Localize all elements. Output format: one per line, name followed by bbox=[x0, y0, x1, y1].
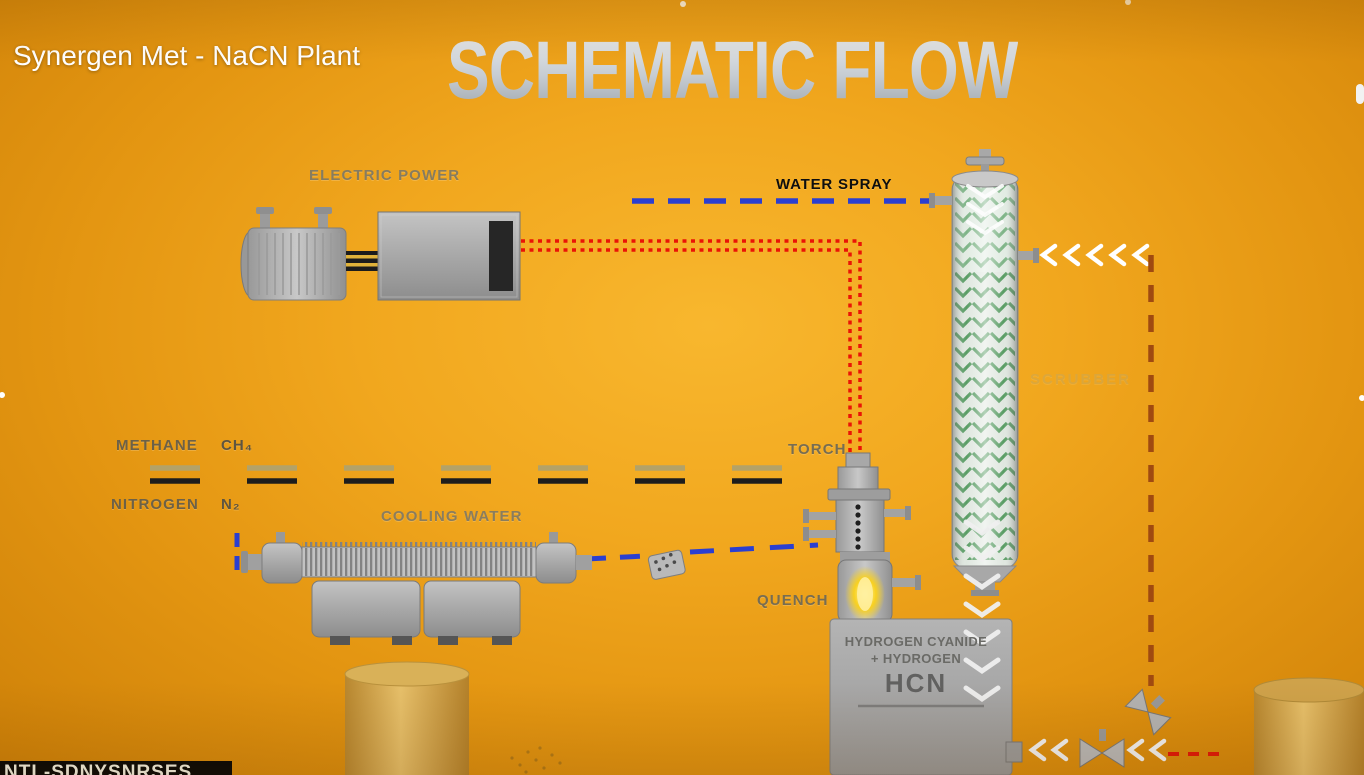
edge-speck-top bbox=[680, 1, 686, 7]
coupling-shaft bbox=[346, 251, 378, 271]
label-quench: QUENCH bbox=[757, 592, 829, 609]
top-flow-chevrons bbox=[1039, 243, 1150, 267]
caption-bar: NTL-SDNYSNRSES bbox=[0, 761, 232, 775]
quench-unit bbox=[837, 552, 921, 623]
torch-unit bbox=[803, 452, 911, 553]
cabinet-panel bbox=[489, 221, 513, 291]
label-nitrogen: NITROGEN bbox=[111, 496, 199, 513]
edge-dot-left bbox=[0, 392, 5, 398]
label-cooling-water: COOLING WATER bbox=[381, 508, 523, 525]
tank-label-line1: HYDROGEN CYANIDE bbox=[844, 634, 988, 649]
heat-exchanger bbox=[241, 532, 592, 645]
column-to-tank-arrows bbox=[963, 519, 1001, 703]
column-top-flow-arrows bbox=[966, 184, 1004, 236]
valve-horizontal bbox=[1079, 729, 1125, 768]
finned-tube bbox=[303, 548, 535, 576]
speckles bbox=[510, 746, 562, 774]
edge-dot-right bbox=[1359, 395, 1364, 401]
video-title: Synergen Met - NaCN Plant bbox=[13, 40, 361, 71]
label-water-spray: WATER SPRAY bbox=[776, 176, 893, 193]
electric-generator-unit bbox=[240, 207, 521, 301]
spray-nozzle-icon bbox=[647, 549, 686, 580]
scrubber-column bbox=[929, 149, 1039, 596]
power-line-red bbox=[521, 239, 862, 455]
label-torch: TORCH bbox=[788, 441, 847, 458]
storage-tank-right bbox=[1253, 677, 1364, 775]
tank-label-line2: + HYDROGEN bbox=[870, 651, 962, 666]
valve-diagonal bbox=[1124, 688, 1172, 736]
tank-label-formula: HCN bbox=[884, 668, 948, 698]
generator-ribs bbox=[258, 233, 340, 295]
edge-speck-top2 bbox=[1125, 0, 1131, 5]
cooling-water-line bbox=[234, 533, 819, 570]
fin-top-row bbox=[302, 542, 536, 548]
diagram-title: SCHEMATIC FLOW bbox=[447, 25, 1018, 116]
caption-text: NTL-SDNYSNRSES bbox=[4, 762, 193, 775]
recycle-line bbox=[1028, 243, 1224, 768]
label-nitrogen-formula: N₂ bbox=[221, 496, 241, 513]
scrollbar-thumb[interactable] bbox=[1356, 84, 1364, 104]
label-electric-power: ELECTRIC POWER bbox=[309, 167, 461, 184]
bottom-flow-chevrons bbox=[1028, 738, 1167, 762]
label-methane: METHANE bbox=[116, 437, 198, 454]
label-methane-formula: CH₄ bbox=[221, 437, 254, 454]
label-scrubber: SCRUBBER bbox=[1030, 371, 1132, 388]
storage-tank-left bbox=[344, 661, 470, 775]
tank-outlet-flange bbox=[1005, 741, 1023, 763]
